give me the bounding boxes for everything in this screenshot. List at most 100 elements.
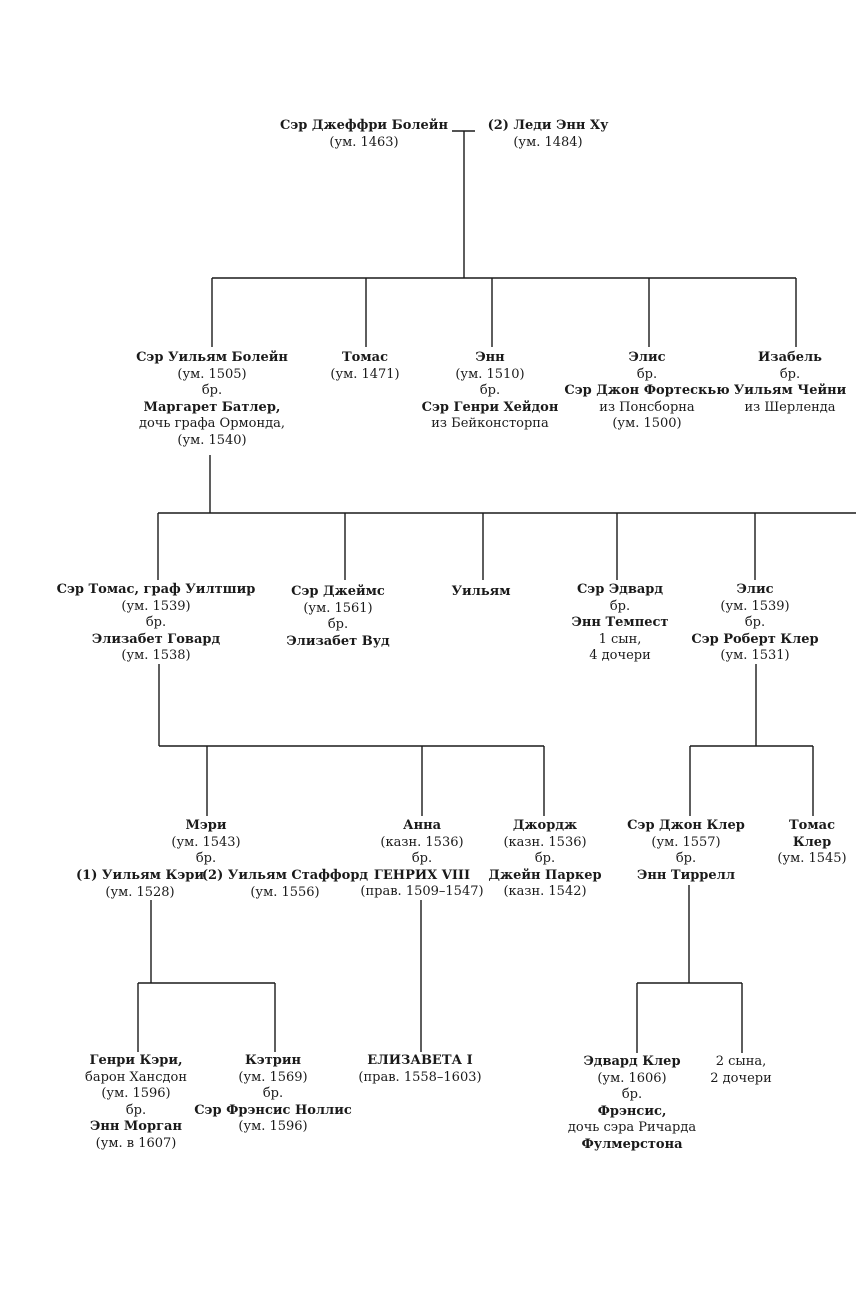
person-detail: (прав. 1558–1603): [358, 1069, 482, 1085]
married-label: бр.: [262, 1086, 284, 1102]
married-label: бр.: [621, 1087, 643, 1103]
person-detail: (ум. 1539): [720, 598, 790, 614]
person-detail: (ум. 1556): [250, 884, 320, 900]
person-detail: дочь сэра Ричарда: [567, 1120, 697, 1136]
person-name: Фрэнсис,: [597, 1103, 667, 1119]
person-detail: (ум. 1538): [121, 648, 191, 664]
person-detail: (ум. 1545): [777, 851, 847, 867]
person-dates: (ум. 1484): [513, 134, 583, 150]
person-william-carey: (1) Уильям Кэри(ум. 1528): [76, 868, 204, 901]
person-detail: (ум. 1561): [303, 600, 373, 616]
person-detail: (ум. 1606): [597, 1070, 667, 1086]
married-label: бр.: [125, 1102, 147, 1118]
person-name: Генри Кэри,: [89, 1053, 183, 1068]
person-detail: (ум. 1540): [177, 432, 247, 448]
person-name: Сэр Джеффри Болейн: [280, 118, 448, 133]
person-name: Кэтрин: [244, 1053, 302, 1068]
married-label: бр.: [145, 615, 167, 631]
person-name: Сэр Роберт Клер: [691, 631, 819, 647]
person-name: Уильям Чейни: [733, 383, 847, 399]
person-name: Изабель: [758, 350, 822, 365]
person-detail: (ум. 1500): [612, 416, 682, 432]
person-detail: (ум. 1505): [177, 366, 247, 382]
person-name: (1) Уильям Кэри: [76, 868, 204, 883]
person-william-boleyn: Сэр Уильям Болейн(ум. 1505)бр.Маргарет Б…: [136, 350, 288, 450]
person-elizabeth-i: ЕЛИЗАВЕТА I(прав. 1558–1603): [358, 1053, 481, 1086]
person-name: Джордж: [512, 818, 578, 833]
person-detail: (казн. 1536): [503, 834, 587, 850]
person-name: Эдвард Клер: [583, 1054, 681, 1069]
person-alice-clere: Элис(ум. 1539)бр.Сэр Роберт Клер(ум. 153…: [691, 582, 818, 665]
person-detail: из Понсборна: [599, 399, 695, 415]
person-detail: (ум. 1471): [330, 366, 400, 382]
person-james: Сэр Джеймс(ум. 1561)бр.Элизабет Вуд: [286, 584, 389, 650]
person-name: ГЕНРИХ VIII: [373, 867, 471, 883]
person-name: Томас: [789, 818, 835, 833]
person-name: Мэри: [185, 818, 227, 833]
person-detail: 1 сын,: [598, 631, 642, 647]
married-label: бр.: [534, 851, 556, 867]
person-thomas-wiltshire: Сэр Томас, граф Уилтшир(ум. 1539)бр.Элиз…: [57, 582, 256, 665]
person-detail: (ум. 1596): [238, 1119, 308, 1135]
married-label: бр.: [327, 617, 349, 633]
person-detail: дочь графа Ормонда,: [138, 416, 286, 432]
person-name: Сэр Генри Хейдон: [421, 399, 559, 415]
person-name: Сэр Джеймс: [291, 584, 385, 599]
person-name: ЕЛИЗАВЕТА I: [367, 1053, 473, 1068]
person-detail: (казн. 1542): [503, 884, 587, 900]
person-geoffrey-boleyn: Сэр Джеффри Болейн (ум. 1463): [280, 118, 448, 151]
person-thomas-1471: Томас(ум. 1471): [330, 350, 399, 383]
person-detail: (ум. 1557): [651, 834, 721, 850]
person-name: Энн Морган: [90, 1119, 182, 1135]
person-name: Джейн Паркер: [488, 867, 602, 883]
person-detail: (казн. 1536): [380, 834, 464, 850]
person-detail: 2 дочери: [710, 1070, 772, 1086]
person-clere-other-children: 2 сына,2 дочери: [710, 1054, 772, 1087]
person-william: Уильям: [451, 584, 510, 601]
person-detail: (ум. 1543): [171, 834, 241, 850]
person-john-clere: Сэр Джон Клер(ум. 1557)бр.Энн Тиррелл: [627, 818, 745, 884]
married-label: бр.: [744, 615, 766, 631]
person-dates: (ум. 1463): [329, 134, 399, 150]
person-william-stafford: (2) Уильям Стаффорд(ум. 1556): [202, 868, 368, 901]
person-detail: (прав. 1509–1547): [360, 884, 484, 900]
person-name: Маргарет Батлер,: [143, 399, 281, 415]
person-name: Элис: [628, 350, 666, 365]
person-detail: из Шерленда: [744, 399, 836, 415]
person-detail: (ум. 1596): [101, 1086, 171, 1102]
person-detail: (ум. 1531): [720, 648, 790, 664]
married-label: бр.: [675, 851, 697, 867]
married-label: бр.: [479, 383, 501, 399]
person-name: Томас: [342, 350, 388, 365]
person-george-boleyn: Джордж(казн. 1536)бр.Джейн Паркер(казн. …: [488, 818, 601, 901]
person-detail: (ум. в 1607): [95, 1135, 177, 1151]
person-name: Уильям: [451, 584, 511, 599]
married-label: бр.: [636, 366, 658, 382]
married-label: бр.: [201, 383, 223, 399]
person-detail: (ум. 1528): [105, 884, 175, 900]
person-detail: (ум. 1539): [121, 598, 191, 614]
person-anne-hoo: (2) Леди Энн Ху (ум. 1484): [488, 118, 609, 151]
person-mary-boleyn: Мэри(ум. 1543)бр.: [171, 818, 240, 868]
person-catherine-carey: Кэтрин(ум. 1569)бр.Сэр Фрэнсис Ноллис(ум…: [194, 1053, 352, 1136]
person-name: (2) Уильям Стаффорд: [201, 868, 369, 883]
person-henry-carey: Генри Кэри,барон Хансдон(ум. 1596)бр.Энн…: [85, 1053, 187, 1153]
person-name: Фулмерстона: [581, 1136, 683, 1152]
person-name: Элис: [736, 582, 774, 597]
person-name: Сэр Уильям Болейн: [136, 350, 288, 365]
person-detail: из Бейконсторпа: [431, 416, 549, 432]
person-anne-boleyn: Анна(казн. 1536)бр.ГЕНРИХ VIII(прав. 150…: [360, 818, 483, 901]
person-name: Сэр Джон Фортескью: [564, 383, 730, 399]
person-name: Энн: [475, 350, 505, 365]
person-name: Сэр Томас, граф Уилтшир: [56, 582, 256, 597]
person-name: Сэр Эдвард: [576, 582, 664, 597]
person-name: Сэр Джон Клер: [627, 818, 745, 833]
person-edward-clere: Эдвард Клер(ум. 1606)бр.Фрэнсис,дочь сэр…: [568, 1054, 696, 1154]
